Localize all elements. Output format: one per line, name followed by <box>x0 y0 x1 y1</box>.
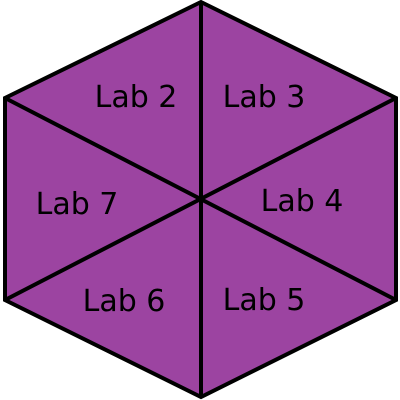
region-label-lab3: Lab 3 <box>222 80 306 115</box>
region-label-lab6: Lab 6 <box>82 284 166 319</box>
divider-diagonal-bottom-left <box>4 96 397 302</box>
region-label-lab2: Lab 2 <box>94 80 178 115</box>
region-label-lab7: Lab 7 <box>35 187 119 222</box>
region-label-lab5: Lab 5 <box>222 283 306 318</box>
region-label-lab4: Lab 4 <box>260 184 344 219</box>
